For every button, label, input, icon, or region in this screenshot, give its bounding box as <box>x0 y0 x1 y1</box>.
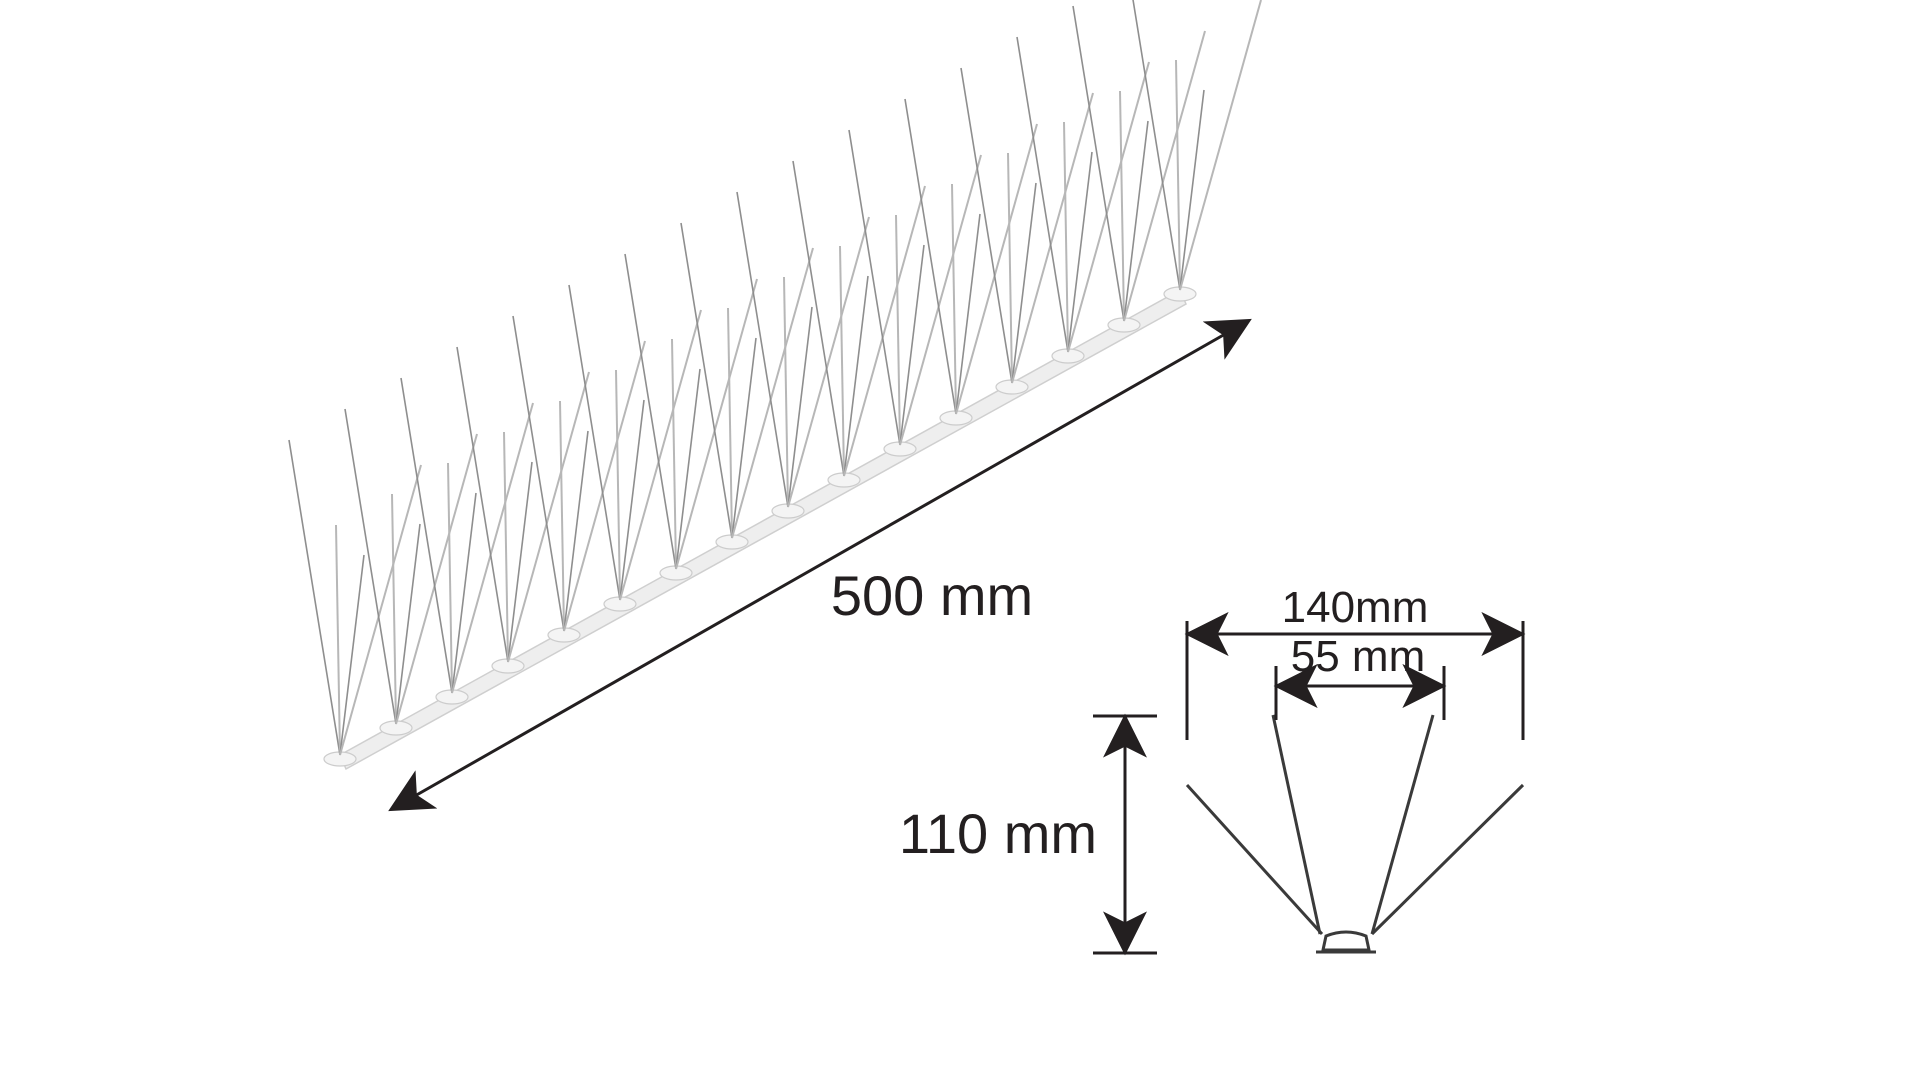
length-dimension-label: 500 mm <box>831 564 1033 627</box>
spike-wire <box>787 306 813 508</box>
spike-wire <box>619 399 645 601</box>
spike-wire <box>895 214 901 446</box>
spike-wire <box>680 222 733 539</box>
spike-wire <box>731 337 757 539</box>
spike-wire <box>783 276 789 508</box>
spike-wire <box>624 253 677 570</box>
inner-width-label: 55 mm <box>1291 632 1425 681</box>
spike-wire <box>339 464 422 756</box>
profile-outer-left-spike <box>1185 783 1324 936</box>
height-label: 110 mm <box>899 802 1097 865</box>
spike-wire <box>507 461 533 663</box>
spike-wire <box>1179 0 1262 291</box>
spike-wire <box>563 430 589 632</box>
spike-wire <box>1119 90 1125 322</box>
spike-wire <box>391 493 397 725</box>
spike-wire <box>1123 30 1206 322</box>
spike-wire <box>1007 152 1013 384</box>
spike-wire <box>507 371 590 663</box>
spike-wire <box>395 433 478 725</box>
profile-base <box>1321 930 1371 952</box>
spike-wire <box>456 346 509 663</box>
spike-wire <box>395 523 421 725</box>
spike-wire <box>899 244 925 446</box>
spike-wire <box>1132 0 1181 291</box>
spike-wire <box>951 183 957 415</box>
height-dimension: 110 mm <box>899 713 1157 956</box>
spike-wire <box>787 216 870 508</box>
spike-wire <box>792 160 845 477</box>
cross-section-profile <box>1185 714 1525 954</box>
spike-wire <box>288 439 341 756</box>
spike-wire <box>955 213 981 415</box>
length-dimension-arrow <box>388 318 1252 812</box>
spike-wire <box>675 368 701 570</box>
spike-wire <box>1067 151 1093 353</box>
spike-wire <box>1175 59 1181 291</box>
spike-strip-base <box>323 286 1197 771</box>
spike-wire <box>451 492 477 694</box>
spike-wire <box>731 247 814 539</box>
spike-wire <box>451 402 534 694</box>
spike-wire <box>1123 120 1149 322</box>
spike-wire <box>503 431 509 663</box>
profile-outer-right-spike <box>1370 783 1525 936</box>
spike-wire <box>843 185 926 477</box>
spike-wire <box>339 554 365 756</box>
profile-inner-left-spike <box>1271 714 1322 935</box>
spike-wire <box>1067 61 1150 353</box>
spike-wire <box>1011 182 1037 384</box>
spike-wire <box>736 191 789 508</box>
spike-wire <box>1179 89 1205 291</box>
spike-wire <box>843 275 869 477</box>
spike-wire <box>568 284 621 601</box>
spike-wire <box>512 315 565 632</box>
length-dimension: 500 mm <box>388 318 1252 812</box>
spike-wire <box>335 524 341 756</box>
outer-width-label: 140mm <box>1282 583 1429 632</box>
profile-inner-right-spike <box>1370 714 1435 935</box>
spike-wire <box>904 98 957 415</box>
spike-wire <box>1072 5 1125 322</box>
spike-wire <box>960 67 1013 384</box>
outer-width-dimension: 140mm <box>1184 583 1526 740</box>
spike-wire <box>615 369 621 601</box>
spike-wire <box>1016 36 1069 353</box>
spike-wire <box>839 245 845 477</box>
spike-wire <box>400 377 453 694</box>
spike-wire <box>848 129 901 446</box>
spike-wire <box>899 154 982 446</box>
spike-wire <box>1011 92 1094 384</box>
spike-wire <box>1063 121 1069 353</box>
spike-strip-illustration <box>288 0 1262 771</box>
spike-wire <box>955 123 1038 415</box>
spike-wire <box>619 309 702 601</box>
spike-wire <box>344 408 397 725</box>
inner-width-dimension: 55 mm <box>1273 632 1447 720</box>
spike-wire <box>671 338 677 570</box>
spike-wire <box>727 307 733 539</box>
spike-strip-spikes <box>288 0 1262 756</box>
spike-wire <box>675 278 758 570</box>
spike-wire <box>559 400 565 632</box>
spike-wire <box>563 340 646 632</box>
spike-wire <box>447 462 453 694</box>
